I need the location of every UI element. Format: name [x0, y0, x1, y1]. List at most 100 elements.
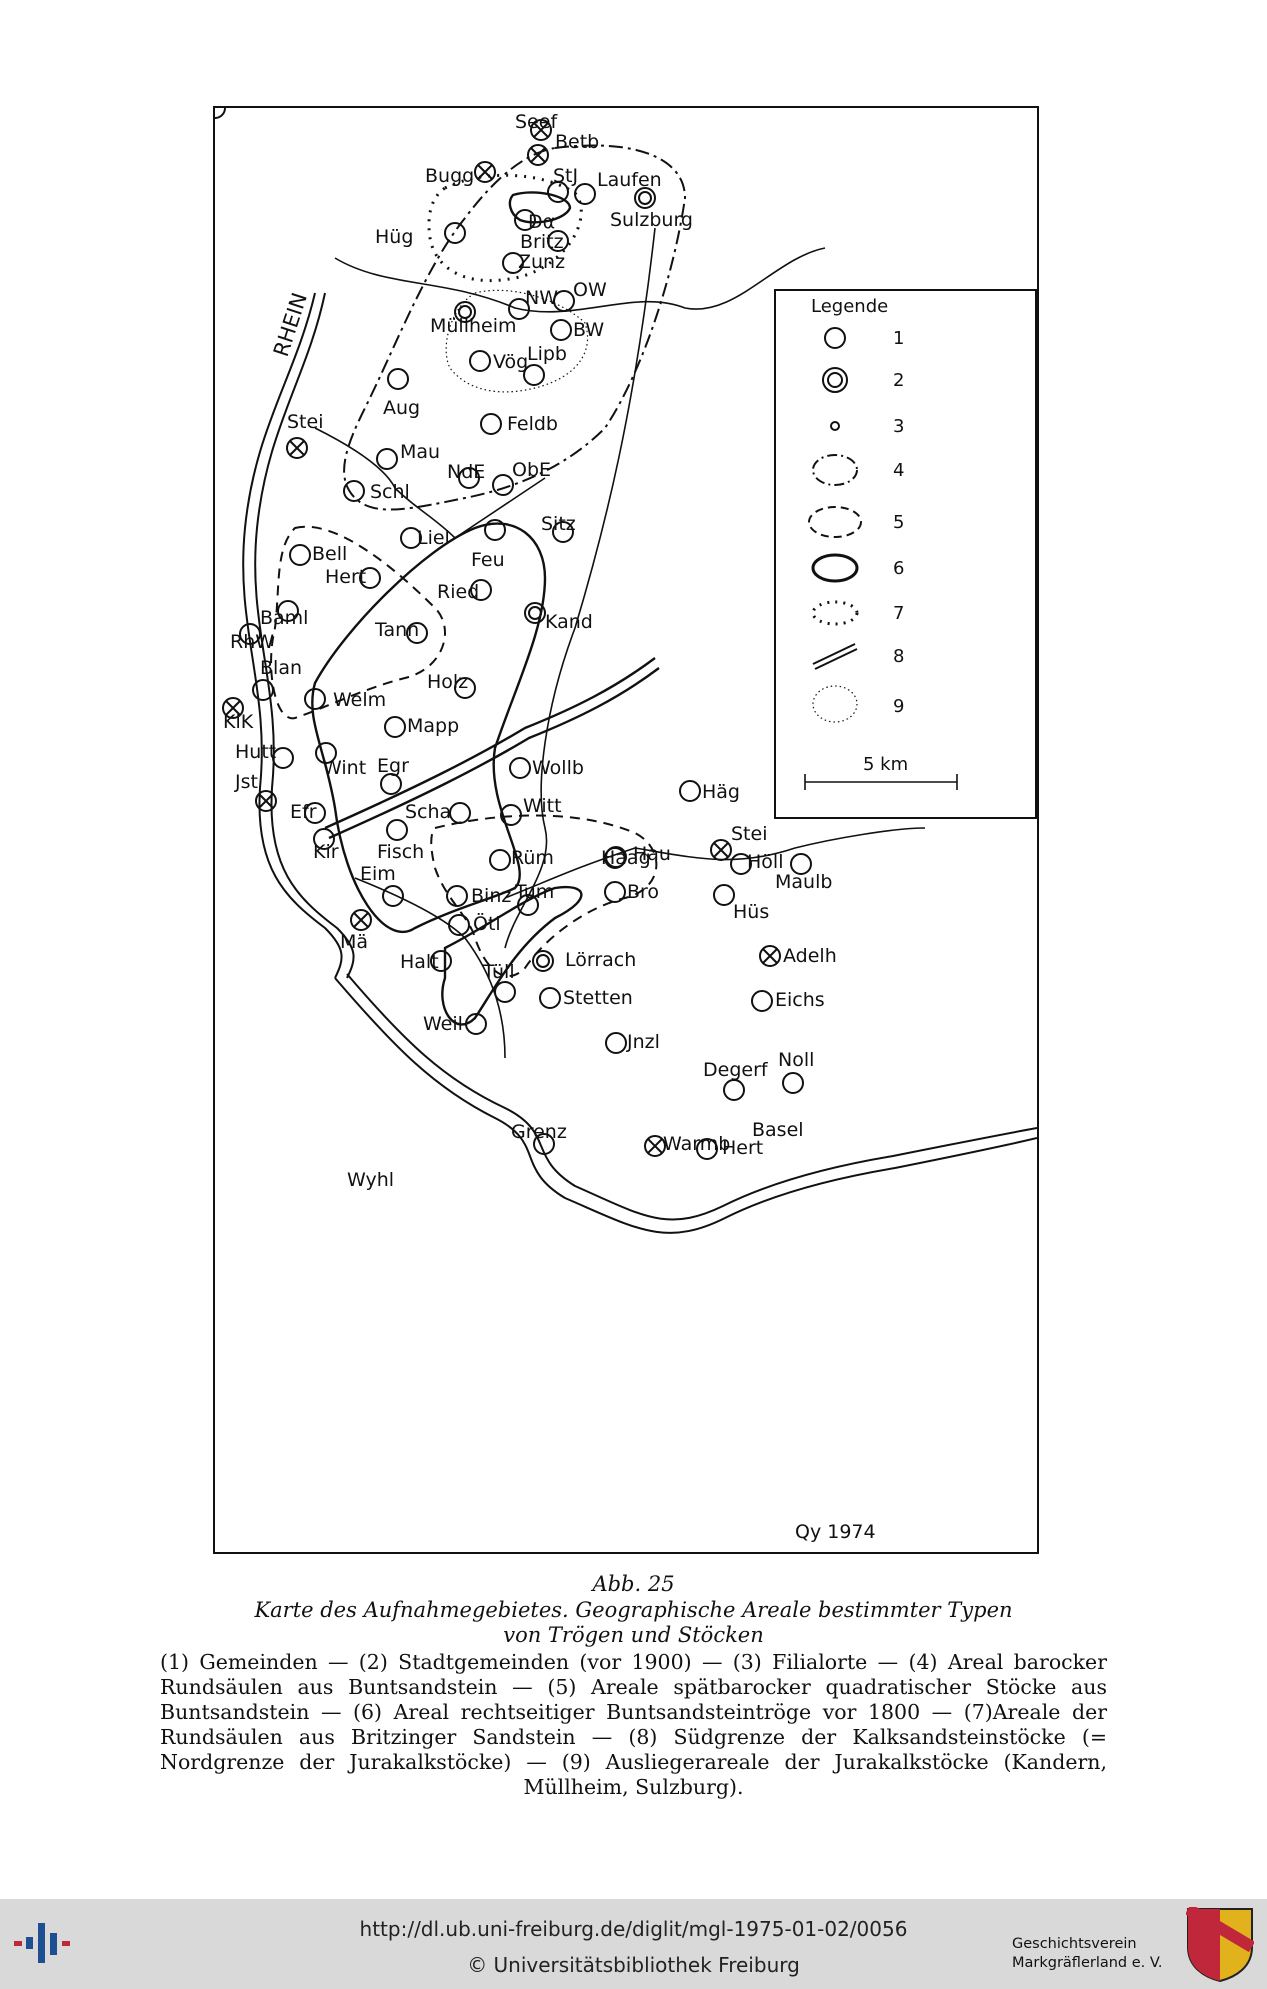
place-gemeinde: Hert — [696, 1137, 763, 1160]
cross-line-icon — [477, 164, 493, 180]
figure-title-line-1: Karte des Aufnahmegebietes. Geographisch… — [254, 1598, 1013, 1622]
place-label: Aug — [383, 397, 420, 419]
scale-label: 5 km — [863, 754, 908, 775]
figure-title: Karte des Aufnahmegebietes. Geographisch… — [160, 1598, 1107, 1648]
legend-symbol-9 — [812, 685, 858, 723]
place-label: NW — [525, 287, 558, 309]
place-label: Hutt — [235, 741, 276, 763]
circle-icon — [604, 847, 626, 869]
place-label: Weil — [423, 1013, 463, 1035]
legend-item-label: 5 — [893, 512, 904, 533]
circle-icon — [552, 521, 574, 543]
place-label: Jst — [234, 771, 258, 793]
place-gemeinde: NdE — [447, 461, 485, 489]
place-text: Basel — [752, 1119, 804, 1141]
place-label: Hüg — [375, 226, 413, 248]
place-gemeinde: Stetten — [539, 987, 633, 1009]
legend-item-label: 1 — [893, 328, 904, 349]
ub-logo-icon — [14, 1923, 70, 1963]
place-label: Stei — [731, 823, 767, 845]
place-label: Bro — [627, 881, 659, 903]
place-gemeinde: Degerf — [703, 1059, 769, 1101]
cross-circle-icon — [255, 790, 277, 812]
place-label: Stei — [287, 411, 323, 433]
place-label: Hau — [633, 843, 671, 865]
cross-circle-icon — [644, 1135, 666, 1157]
place-label: Egr — [377, 755, 409, 777]
stream — [504, 227, 656, 949]
cross-circle-icon — [474, 161, 496, 183]
circle-icon — [696, 1138, 718, 1160]
circle-icon — [448, 914, 470, 936]
place-gemeinde: Britz — [520, 230, 569, 253]
place-gemeinde: RhW — [230, 623, 274, 653]
circle-icon — [480, 413, 502, 435]
circle-icon — [751, 990, 773, 1012]
place-label: NdE — [447, 461, 485, 483]
place-gemeinde: Welm — [304, 688, 386, 711]
place-gemeinde: Mau — [376, 441, 440, 470]
circle-icon — [454, 677, 476, 699]
legend-symbol-3 — [830, 421, 840, 431]
place-label: Degerf — [703, 1059, 769, 1081]
circle-icon — [723, 1079, 745, 1101]
circle-icon — [539, 987, 561, 1009]
place-label: Mau — [400, 441, 440, 463]
place-label: Ötl — [473, 912, 501, 935]
place-label: Vög — [493, 351, 528, 373]
railway-boundary — [328, 667, 660, 840]
circle-icon — [730, 853, 752, 875]
place-gemeinde: Bell — [289, 543, 347, 566]
place-stadt: Kand — [524, 602, 593, 633]
place-label: Britz — [520, 231, 564, 253]
place-label: Basel — [752, 1119, 804, 1141]
legend-symbol-1 — [824, 327, 846, 349]
legend-symbols — [804, 327, 958, 790]
circle-icon — [500, 804, 522, 826]
place-label: Maulb — [775, 871, 832, 893]
circle-icon — [550, 319, 572, 341]
place-label: Bugg — [425, 165, 474, 187]
place-gemeinde: Zunz — [502, 251, 565, 274]
legend-symbol-5 — [808, 506, 862, 538]
place-label: Witt — [523, 795, 562, 817]
place-gemeinde: Hüg — [375, 222, 466, 248]
circle-icon — [215, 108, 226, 119]
place-gemeinde: Ried — [437, 579, 492, 603]
place-label: Grenz — [511, 1121, 567, 1143]
place-label: Mapp — [407, 715, 459, 737]
society-crest-icon — [1186, 1907, 1254, 1983]
cross-circle-icon — [527, 144, 549, 166]
legend-symbol-6 — [811, 553, 859, 583]
circle-icon — [277, 600, 299, 622]
place-gemeinde: BW — [550, 319, 604, 341]
circle-icon — [380, 773, 402, 795]
place-label: Seef — [515, 111, 558, 133]
place-gemeinde: Laufen — [574, 169, 662, 205]
cross-line-icon — [225, 700, 241, 716]
place-label: Tum — [514, 881, 554, 903]
place-label: Hert — [325, 566, 366, 588]
place-cross: Stei — [710, 823, 767, 861]
circle-icon — [494, 981, 516, 1003]
place-label: Adelh — [783, 945, 837, 967]
place-gemeinde: Sitz — [541, 513, 576, 543]
place-gemeinde: Eim — [360, 863, 404, 907]
place-label: Scha — [405, 801, 451, 823]
cross-circle-icon — [222, 697, 244, 719]
footer-url-link[interactable]: http://dl.ub.uni-freiburg.de/diglit/mgl-… — [359, 1917, 908, 1941]
circle-icon — [574, 183, 596, 205]
place-label: Tann — [374, 619, 419, 641]
place-cross: Stei — [286, 411, 323, 459]
place-label: Bell — [312, 543, 347, 565]
place-label: Jnzl — [626, 1031, 660, 1053]
place-gemeinde: Holz — [427, 671, 476, 699]
place-label: Wyhl — [347, 1169, 394, 1191]
legend-item-label: 7 — [893, 603, 904, 624]
circle-icon — [553, 290, 575, 312]
inner-circle-icon — [528, 606, 542, 620]
circle-icon — [406, 622, 428, 644]
place-label: KlK — [223, 711, 254, 733]
place-label: Feldb — [507, 413, 558, 435]
